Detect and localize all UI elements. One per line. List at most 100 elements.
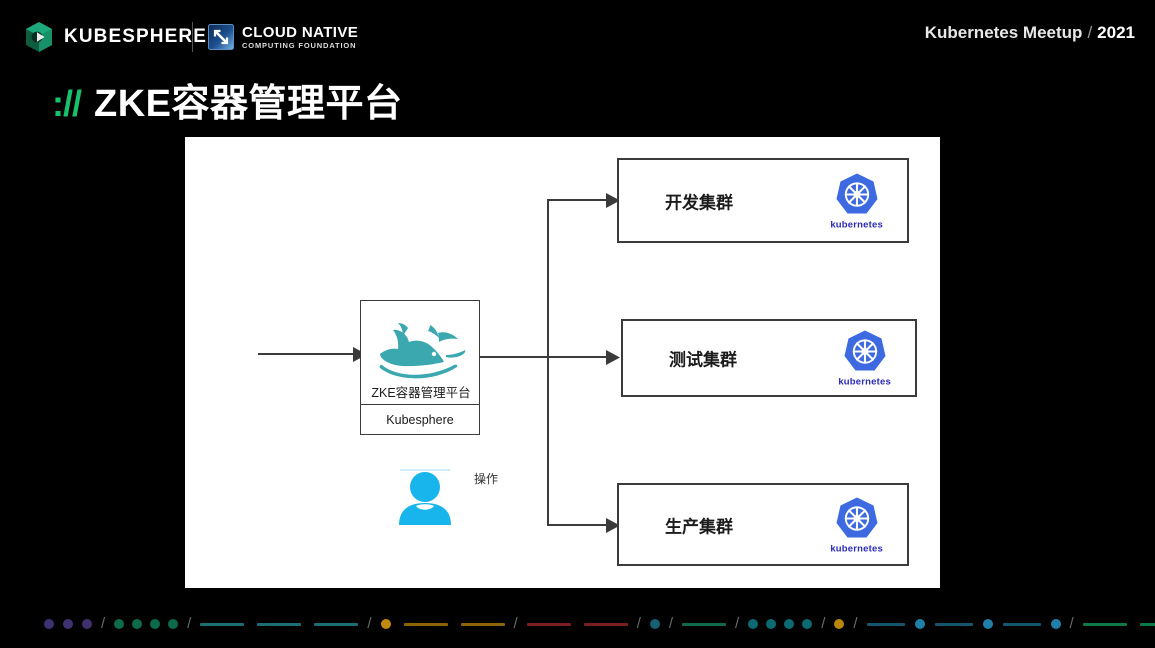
slide-footer: ////////////	[0, 600, 1155, 648]
footer-deco-dot	[766, 619, 777, 629]
footer-deco-dot	[914, 619, 925, 629]
platform-subcaption: Kubesphere	[360, 405, 480, 435]
footer-deco-separator: /	[1069, 614, 1074, 632]
footer-deco-group	[834, 619, 845, 629]
meetup-banner: Kubernetes Meetup/2021	[925, 23, 1135, 43]
kubesphere-wordmark: KUBESPHERE	[64, 26, 207, 47]
meetup-label: Kubernetes Meetup	[924, 23, 1083, 42]
title-prefix-slashes: ://	[52, 83, 82, 124]
connector-branch-test	[547, 356, 610, 359]
footer-deco-separator: /	[187, 614, 192, 632]
cncf-title: CLOUD NATIVE	[242, 23, 359, 41]
footer-deco-separator: /	[513, 614, 518, 632]
footer-deco-group	[1082, 622, 1155, 626]
footer-deco-separator: /	[636, 614, 641, 632]
footer-deco-group	[44, 619, 92, 629]
arrowhead-prod	[606, 518, 620, 533]
footer-deco-group	[866, 619, 1061, 629]
kubesphere-hex-logo-icon	[24, 21, 54, 53]
footer-decoration-strip: ////////////	[0, 614, 1155, 634]
kubernetes-helm-logo-icon	[836, 173, 878, 213]
footer-deco-dot	[150, 619, 161, 629]
connector-actor-to-platform	[258, 353, 355, 356]
meetup-year: 2021	[1097, 23, 1135, 42]
footer-deco-dot	[132, 619, 143, 629]
cncf-text-block: CLOUD NATIVE COMPUTING FOUNDATION	[242, 25, 358, 50]
footer-deco-separator: /	[101, 614, 106, 632]
footer-deco-dash	[1002, 622, 1041, 626]
footer-deco-dash	[257, 622, 302, 626]
footer-deco-dash	[682, 622, 727, 626]
footer-deco-group	[200, 622, 359, 626]
cncf-brand: CLOUD NATIVE COMPUTING FOUNDATION	[208, 24, 358, 50]
connector-platform-trunk-horizontal	[480, 356, 549, 359]
user-avatar-icon	[396, 465, 454, 527]
footer-deco-dash	[1139, 622, 1155, 626]
kubernetes-logo-test: kubernetes	[838, 329, 891, 388]
kubernetes-logo-dev: kubernetes	[830, 171, 883, 230]
footer-deco-dash	[583, 622, 628, 626]
footer-deco-dash	[866, 622, 905, 626]
kubernetes-wordmark-dev: kubernetes	[830, 219, 883, 230]
footer-deco-dot	[834, 619, 845, 629]
footer-deco-separator: /	[821, 614, 826, 632]
title-text: ZKE容器管理平台	[94, 83, 403, 125]
edge-label-operate: 操作	[474, 472, 499, 486]
header-divider	[192, 22, 193, 52]
cncf-arrows-logo-icon	[208, 24, 234, 50]
diagram-canvas: 操作 ZKE容器管理平台 Kubesphere	[185, 137, 940, 588]
footer-deco-group	[380, 619, 505, 629]
footer-deco-dot	[982, 619, 993, 629]
cluster-label-dev: 开发集群	[665, 193, 733, 212]
connector-branch-prod	[547, 524, 610, 527]
footer-deco-separator: /	[668, 614, 674, 632]
footer-deco-dot	[380, 619, 391, 629]
connector-trunk-vertical	[547, 199, 550, 526]
footer-deco-dot	[802, 619, 813, 629]
cncf-subtitle: COMPUTING FOUNDATION	[242, 40, 357, 50]
footer-deco-group	[526, 622, 628, 626]
cluster-label-prod: 生产集群	[665, 517, 733, 536]
footer-deco-group	[682, 622, 727, 626]
footer-deco-group	[649, 619, 660, 629]
whale-icon	[379, 322, 466, 378]
footer-deco-separator: /	[367, 614, 372, 632]
kubernetes-helm-logo-icon	[836, 497, 878, 537]
footer-deco-dot	[784, 619, 795, 629]
page-title: :// ZKE容器管理平台	[52, 72, 403, 127]
platform-node: ZKE容器管理平台 Kubesphere	[360, 300, 480, 435]
footer-deco-dot	[168, 619, 179, 629]
footer-deco-dot	[63, 619, 73, 629]
footer-deco-dot	[82, 619, 92, 629]
footer-deco-dash	[1082, 622, 1127, 626]
footer-deco-separator: /	[735, 614, 740, 632]
footer-deco-group	[748, 619, 813, 629]
footer-deco-dot	[44, 619, 54, 629]
kubesphere-brand: KUBESPHERE	[24, 22, 207, 52]
connector-branch-dev	[547, 199, 610, 202]
footer-deco-dash	[934, 622, 973, 626]
footer-deco-dash	[314, 622, 359, 626]
footer-deco-group	[114, 619, 179, 629]
meetup-separator: /	[1087, 23, 1093, 42]
footer-deco-dot	[748, 619, 759, 629]
cluster-box-dev[interactable]: 开发集群 kub	[617, 158, 909, 243]
arrowhead-dev	[606, 193, 620, 208]
footer-deco-dot	[1050, 619, 1061, 629]
platform-caption: ZKE容器管理平台	[371, 386, 471, 400]
footer-deco-separator: /	[853, 614, 858, 632]
footer-deco-dash	[200, 622, 245, 626]
footer-deco-dot	[649, 619, 660, 629]
arrowhead-test	[606, 350, 620, 365]
platform-node-top: ZKE容器管理平台	[360, 300, 480, 405]
footer-deco-dash	[403, 622, 448, 626]
cluster-box-prod[interactable]: 生产集群 kub	[617, 483, 909, 566]
footer-deco-dash	[460, 622, 505, 626]
kubernetes-logo-prod: kubernetes	[830, 495, 883, 554]
kubernetes-wordmark-prod: kubernetes	[830, 543, 883, 554]
footer-deco-dot	[114, 619, 125, 629]
kubernetes-wordmark-test: kubernetes	[838, 376, 891, 388]
footer-deco-dash	[526, 622, 571, 626]
cluster-box-test[interactable]: 测试集群 kub	[621, 319, 917, 397]
